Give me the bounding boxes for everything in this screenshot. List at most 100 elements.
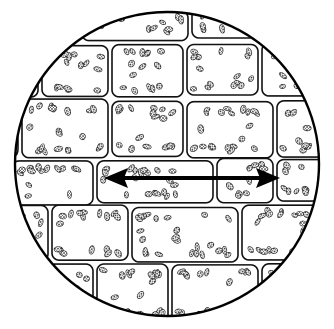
- chloroplast: [296, 313, 303, 321]
- chloroplast: [199, 250, 205, 259]
- chloroplast: [157, 48, 165, 55]
- chloroplast: [268, 309, 277, 319]
- chloroplast: [20, 309, 28, 318]
- chloroplast: [218, 47, 223, 55]
- chloroplast: [51, 272, 57, 279]
- chloroplast: [286, 188, 291, 195]
- chloroplast: [242, 14, 251, 20]
- chloroplast: [52, 274, 58, 282]
- chloroplast: [201, 211, 209, 218]
- chloroplast: [294, 25, 301, 34]
- chloroplast: [27, 248, 35, 253]
- plant-cell: [272, 11, 328, 41]
- chloroplast: [235, 310, 241, 317]
- chloroplast: [296, 211, 304, 216]
- chloroplast: [313, 16, 322, 25]
- chloroplast: [204, 268, 210, 277]
- chloroplast: [80, 133, 86, 140]
- chloroplast: [135, 133, 145, 142]
- chloroplast: [88, 14, 96, 21]
- chloroplast: [225, 278, 233, 287]
- chloroplast: [279, 144, 288, 152]
- chloroplast: [142, 143, 151, 149]
- chloroplast: [19, 167, 26, 173]
- plant-cell: [12, 10, 78, 40]
- chloroplast: [149, 24, 159, 32]
- chloroplast: [153, 166, 161, 174]
- chloroplast: [127, 59, 136, 68]
- chloroplast: [130, 86, 139, 95]
- chloroplast: [115, 141, 123, 149]
- chloroplast: [291, 309, 298, 317]
- chloroplast: [292, 19, 301, 26]
- chloroplast: [289, 108, 298, 117]
- chloroplast: [129, 48, 137, 56]
- chloroplast: [303, 125, 311, 131]
- chloroplast: [18, 17, 24, 27]
- chloroplast: [291, 14, 300, 23]
- chloroplast: [197, 124, 204, 133]
- chloroplast: [292, 57, 300, 64]
- chloroplast: [154, 251, 163, 258]
- chloroplast: [162, 189, 167, 196]
- chloroplast: [282, 47, 288, 56]
- chloroplast: [250, 108, 259, 115]
- chloroplast: [292, 311, 301, 321]
- chloroplast: [251, 19, 261, 28]
- chloroplast: [189, 143, 199, 153]
- chloroplast: [311, 83, 319, 89]
- chloroplast: [223, 106, 231, 112]
- chloroplast: [300, 314, 306, 321]
- chloroplast: [208, 142, 218, 151]
- chloroplast: [136, 228, 144, 234]
- chloroplast: [298, 308, 308, 317]
- chloroplast: [276, 272, 281, 280]
- chloroplast: [297, 47, 303, 56]
- chloroplast: [225, 181, 235, 191]
- chloroplast: [124, 191, 128, 198]
- chloroplast: [316, 274, 325, 283]
- chloroplast: [28, 27, 33, 34]
- chloroplast: [159, 115, 167, 121]
- chloroplast: [317, 27, 325, 35]
- chloroplast: [245, 122, 254, 130]
- chloroplast: [296, 311, 306, 319]
- chloroplast: [104, 212, 111, 221]
- chloroplast: [43, 52, 53, 62]
- chloroplast: [48, 105, 57, 111]
- chloroplast: [136, 290, 145, 300]
- plant-cell: [242, 205, 328, 260]
- chloroplast: [242, 190, 250, 197]
- chloroplast: [14, 87, 23, 93]
- chloroplast: [35, 102, 43, 111]
- chloroplast: [178, 15, 184, 24]
- chloroplast: [155, 82, 164, 90]
- chloroplast: [129, 71, 138, 78]
- chloroplast: [53, 145, 63, 152]
- chloroplast: [24, 19, 33, 28]
- chloroplast: [37, 218, 44, 227]
- chloroplast: [51, 312, 59, 317]
- chloroplast: [97, 54, 105, 60]
- chloroplast: [195, 65, 204, 73]
- chloroplast: [78, 61, 85, 69]
- chloroplast: [25, 181, 33, 188]
- chloroplast: [82, 304, 89, 313]
- chloroplast: [256, 22, 264, 31]
- chloroplast: [299, 312, 309, 321]
- chloroplast: [206, 241, 215, 249]
- chloroplast: [199, 144, 206, 149]
- chloroplast: [59, 213, 67, 219]
- chloroplast: [61, 251, 68, 257]
- chloroplast: [233, 72, 242, 80]
- chloroplast: [298, 52, 308, 58]
- chloroplast: [189, 249, 195, 257]
- chloroplast: [247, 307, 254, 315]
- chloroplast: [63, 84, 73, 93]
- chloroplast: [257, 212, 266, 219]
- chloroplast: [113, 248, 123, 258]
- chloroplast: [97, 209, 102, 218]
- chloroplast: [75, 271, 83, 279]
- chloroplast: [309, 49, 315, 56]
